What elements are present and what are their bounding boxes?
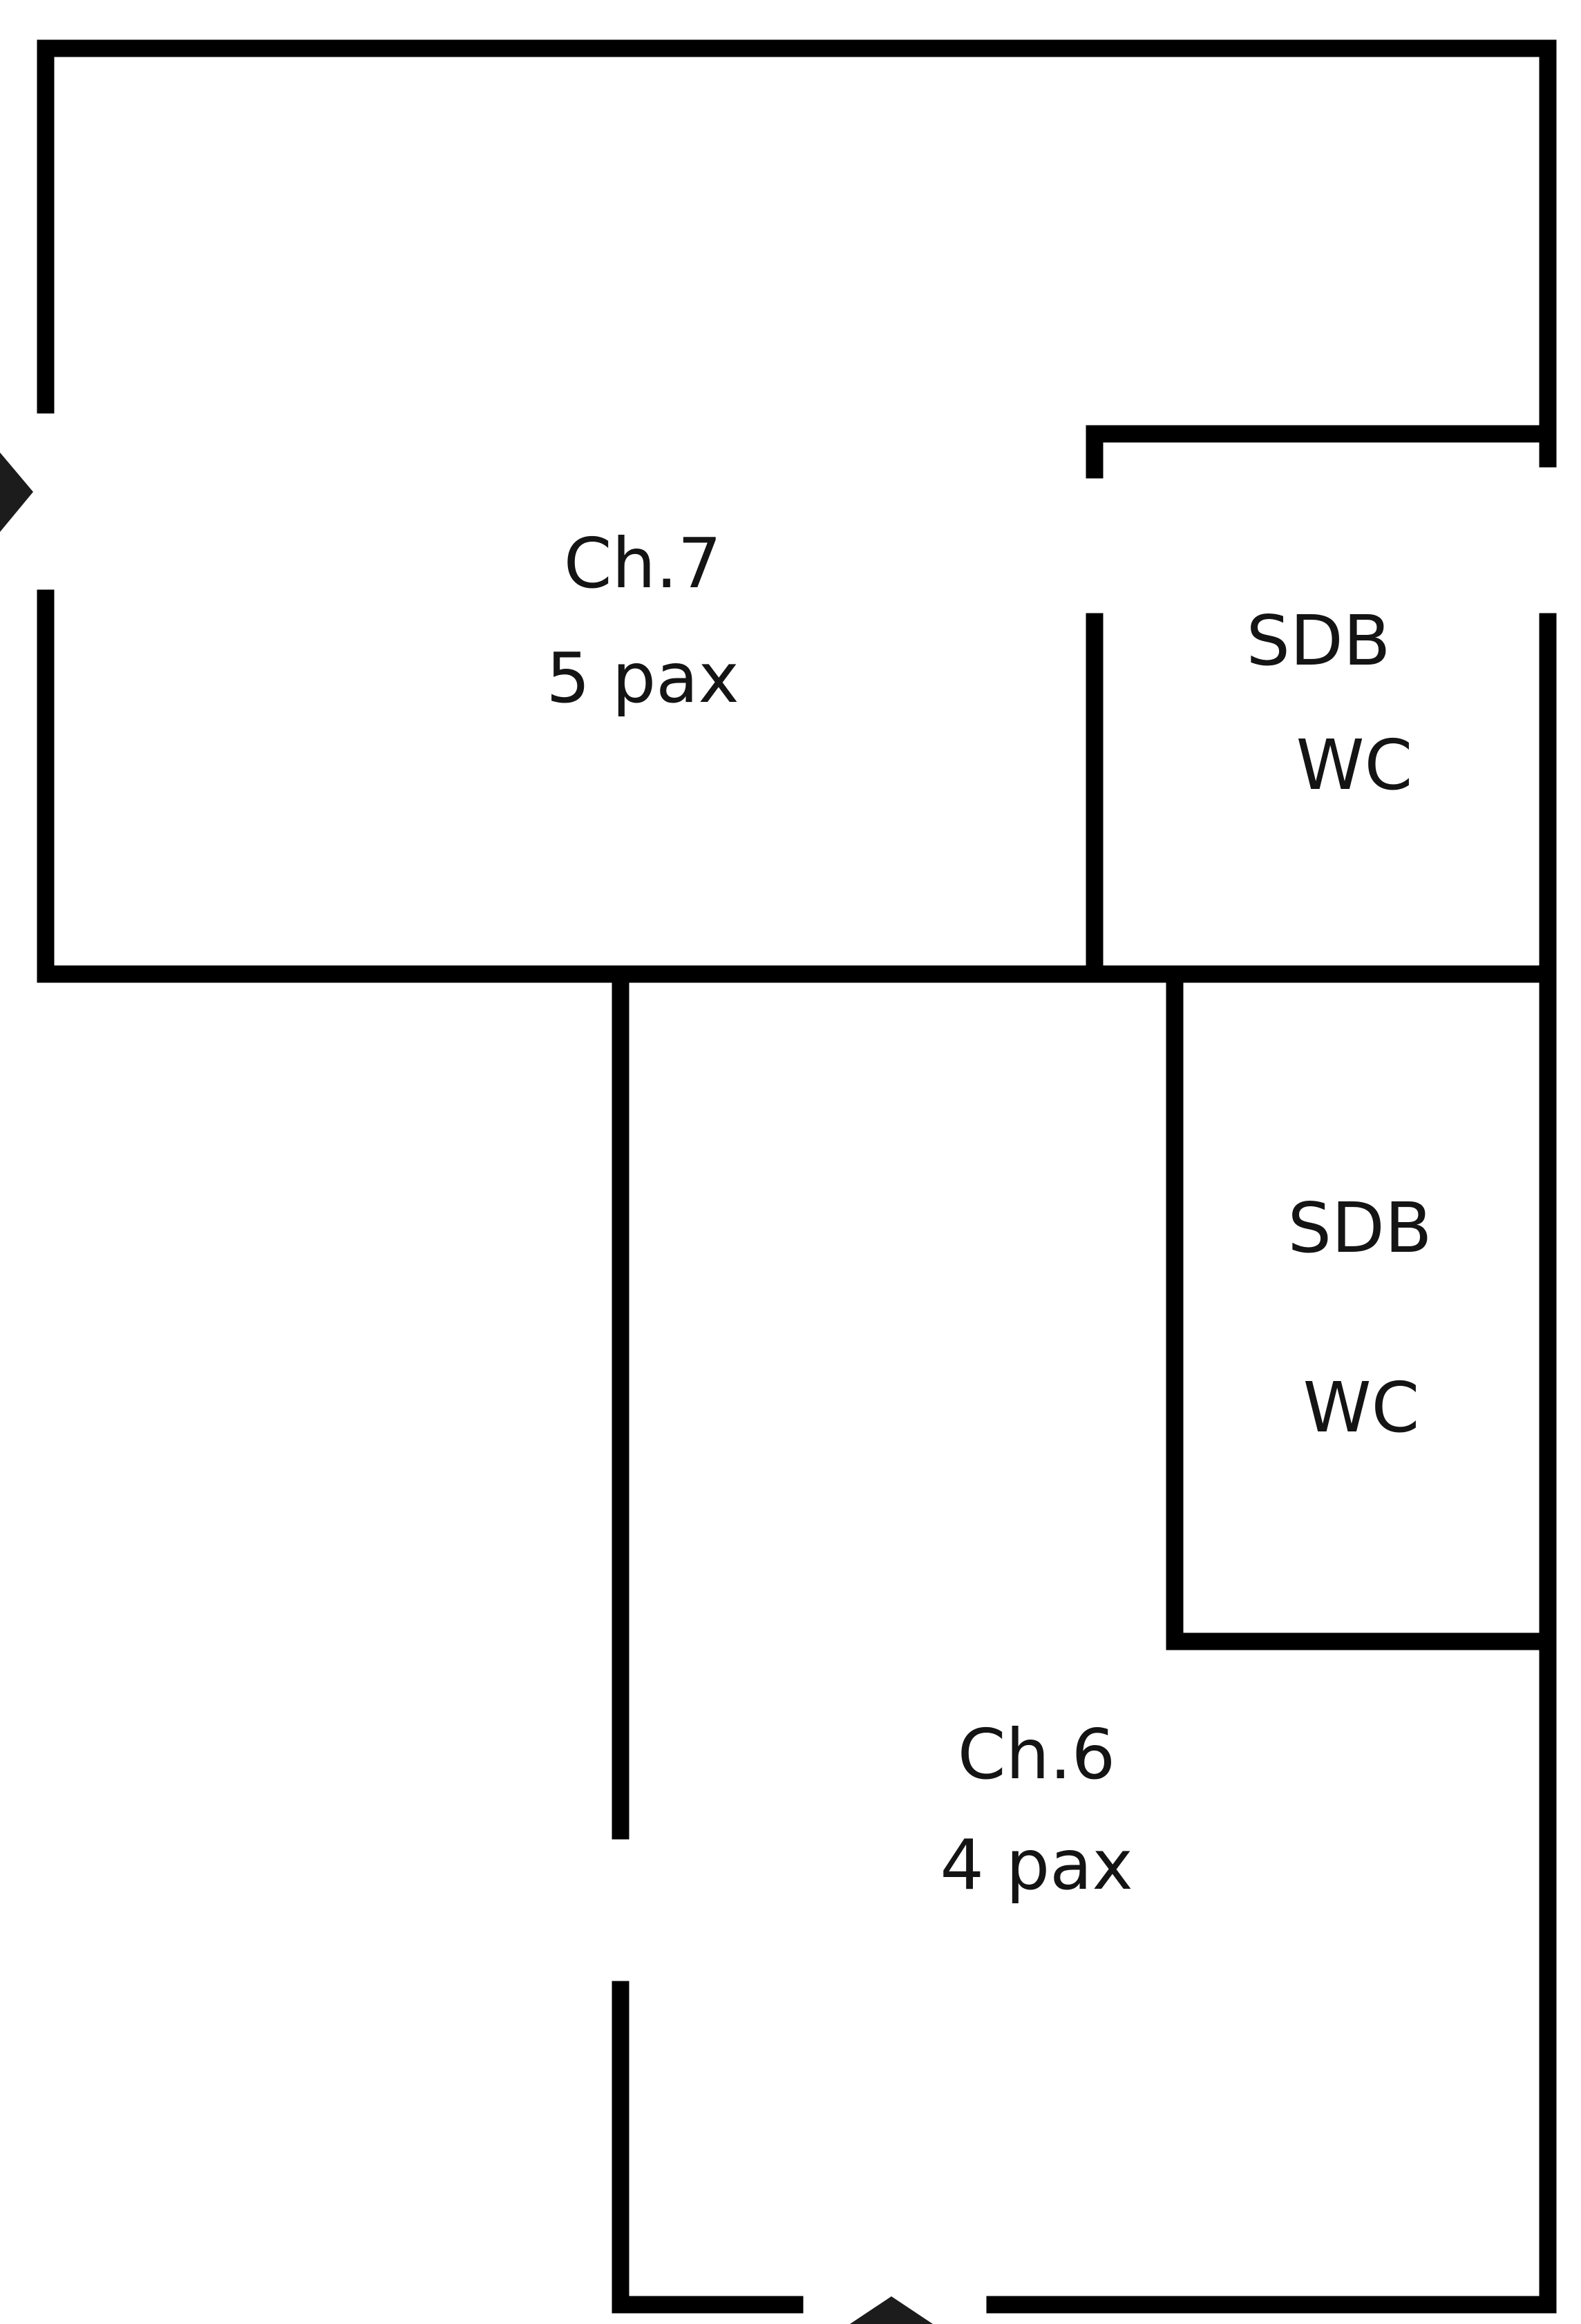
bath-upper-sdb-label: SDB (1246, 600, 1391, 681)
walls-bath-lower (1166, 965, 1557, 1650)
entrance-arrow-bottom-icon (850, 2296, 933, 2324)
walls-bath-upper (1086, 425, 1557, 983)
room-ch6-name: Ch.6 (957, 1714, 1116, 1795)
bath-lower-sdb-label: SDB (1287, 1188, 1432, 1268)
walls-ch6 (612, 965, 1557, 2314)
walls-ch7 (37, 39, 1557, 983)
room-ch7-capacity: 5 pax (546, 638, 739, 718)
room-ch7-name: Ch.7 (563, 523, 722, 604)
bath-lower-wc-label: WC (1303, 1367, 1420, 1448)
bath-upper-wc-label: WC (1296, 725, 1413, 806)
entrance-arrow-left-icon (0, 453, 33, 532)
room-ch6-capacity: 4 pax (940, 1825, 1133, 1905)
